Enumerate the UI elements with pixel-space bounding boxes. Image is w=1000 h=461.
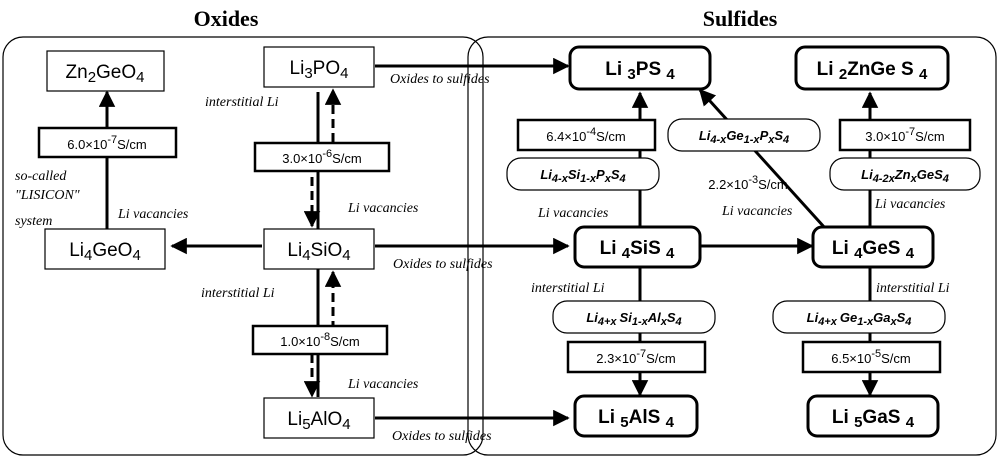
label-oxides-to-sulfides-top: Oxides to sulfides — [390, 72, 490, 87]
label-oxides-to-sulfides-middle: Oxides to sulfides — [393, 257, 493, 272]
label-li-vacancies-diag: Li vacancies — [721, 204, 793, 219]
svg-text:Li4SiO4: Li4SiO4 — [287, 240, 350, 264]
cond-znges4: 3.0×10-7S/cm — [838, 118, 972, 152]
label-li-vacancies-geo4: Li vacancies — [117, 207, 189, 222]
svg-text:3.0×10-7S/cm: 3.0×10-7S/cm — [865, 126, 945, 144]
label-so-called: so-called — [15, 169, 67, 184]
box-li4geo4: Li4GeO4 — [44, 228, 166, 270]
cond-gas4: 6.5×10-5S/cm — [801, 340, 942, 374]
box-li4ges4: Li 4GeS 4 — [811, 225, 935, 269]
box-li4sio4: Li4SiO4 — [263, 228, 375, 270]
label-oxides-to-sulfides-bottom: Oxides to sulfides — [392, 429, 492, 444]
label-interstitial-li-bottom: interstitial Li — [201, 286, 275, 301]
box-li3ps4: Li 3PS 4 — [568, 45, 712, 91]
cond-diag: 2.2×10-3S/cm — [708, 174, 788, 192]
svg-text:6.4×10-4S/cm: 6.4×10-4S/cm — [546, 126, 626, 144]
arrow-ges4-to-ps4 — [698, 88, 827, 230]
formula-li-zn-ges4: Li4-2xZnxGeS4 — [829, 157, 981, 191]
cond-ps4: 6.4×10-4S/cm — [516, 118, 657, 152]
svg-text:Zn2GeO4: Zn2GeO4 — [66, 62, 145, 86]
svg-text:Li4+xGe1-xGaxS4: Li4+xGe1-xGaxS4 — [807, 310, 912, 328]
cond-sio4-alo4: 1.0×10-8S/cm — [251, 324, 389, 356]
formula-li-si-p-s4: Li4-xSi1-xPxS4 — [506, 157, 660, 191]
svg-text:Li3PO4: Li3PO4 — [290, 58, 349, 82]
box-li3po4: Li3PO4 — [263, 46, 375, 88]
svg-text:2.3×10-7S/cm: 2.3×10-7S/cm — [596, 348, 676, 366]
box-li5gas4: Li 5GaS 4 — [806, 394, 940, 438]
label-li-vacancies-alo4: Li vacancies — [347, 377, 419, 392]
svg-text:Li 4GeS 4: Li 4GeS 4 — [832, 238, 915, 262]
svg-text:6.5×10-5S/cm: 6.5×10-5S/cm — [831, 348, 911, 366]
box-li4sis4: Li 4SiS 4 — [573, 225, 702, 269]
cond-zn-geo: 6.0×10-7S/cm — [37, 126, 178, 159]
svg-text:Li 3PS 4: Li 3PS 4 — [605, 59, 675, 83]
label-li-vacancies-sio4: Li vacancies — [347, 201, 419, 216]
svg-text:Li4GeO4: Li4GeO4 — [69, 240, 141, 264]
box-li2znges4: Li 2ZnGe S 4 — [794, 45, 950, 91]
label-li-vacancies-ges4: Li vacancies — [874, 197, 946, 212]
svg-text:Li5AlO4: Li5AlO4 — [287, 409, 350, 433]
svg-text:Li 5AlS 4: Li 5AlS 4 — [598, 407, 674, 431]
svg-text:6.0×10-7S/cm: 6.0×10-7S/cm — [67, 134, 147, 152]
oxides-title: Oxides — [194, 6, 259, 31]
box-li5alo4: Li5AlO4 — [263, 397, 375, 439]
label-lisicon: "LISICON" — [15, 188, 80, 203]
svg-text:Li 2ZnGe S 4: Li 2ZnGe S 4 — [817, 59, 928, 83]
formula-li-ge-p-s4: Li4-xGe1-xPxS4 — [667, 118, 821, 152]
cond-li3po4-sio4: 3.0×10-6S/cm — [253, 141, 391, 173]
svg-text:Li4-xSi1-xPxS4: Li4-xSi1-xPxS4 — [540, 167, 625, 185]
svg-text:3.0×10-6S/cm: 3.0×10-6S/cm — [282, 148, 362, 166]
box-li5als4: Li 5AlS 4 — [573, 394, 699, 438]
sulfides-title: Sulfides — [703, 6, 778, 31]
svg-text:Li4-2xZnxGeS4: Li4-2xZnxGeS4 — [861, 167, 949, 185]
svg-text:2.2×10-3S/cm: 2.2×10-3S/cm — [708, 174, 788, 192]
label-interstitial-li-sis4: interstitial Li — [531, 281, 605, 296]
label-system: system — [15, 214, 52, 229]
svg-text:Li4-xGe1-xPxS4: Li4-xGe1-xPxS4 — [699, 128, 789, 146]
svg-text:Li 4SiS 4: Li 4SiS 4 — [600, 238, 675, 262]
svg-text:Li4+xSi1-xAlxS4: Li4+xSi1-xAlxS4 — [586, 310, 681, 328]
label-li-vacancies-sis4: Li vacancies — [537, 206, 609, 221]
svg-text:1.0×10-8S/cm: 1.0×10-8S/cm — [280, 331, 360, 349]
label-interstitial-li-ges4: interstitial Li — [876, 281, 950, 296]
cond-als4: 2.3×10-7S/cm — [566, 340, 707, 374]
label-interstitial-li-top: interstitial Li — [205, 95, 279, 110]
svg-text:Li 5GaS 4: Li 5GaS 4 — [832, 407, 915, 431]
box-zn2geo4: Zn2GeO4 — [46, 50, 165, 92]
